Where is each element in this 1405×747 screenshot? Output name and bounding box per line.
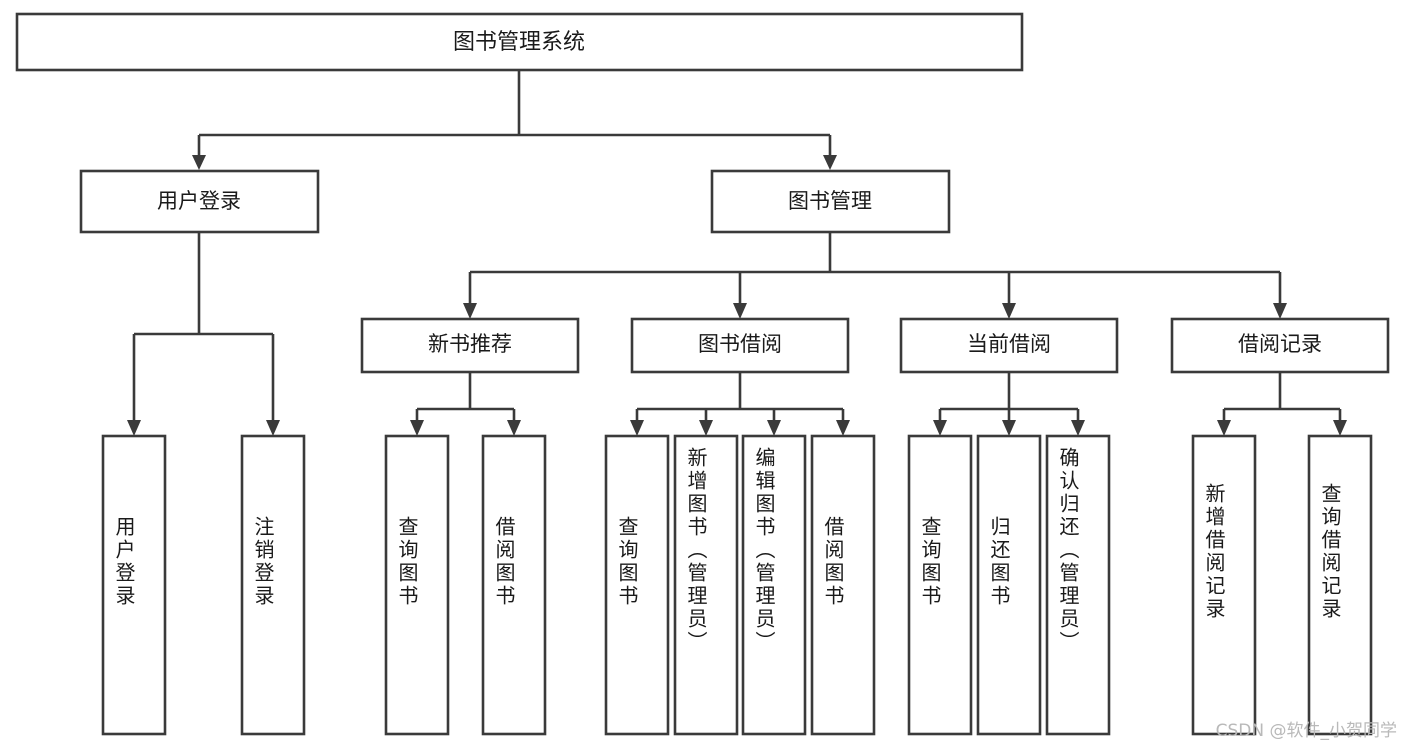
node-book-manage[interactable]: 图书管理: [710, 169, 951, 234]
leaf-box-bb-3[interactable]: [741, 434, 807, 736]
arrow-head-leaf-bb-4: [836, 420, 850, 436]
connector-new-book-rec-to-leaves: [410, 372, 521, 436]
node-current-borrow[interactable]: 当前借阅: [899, 317, 1119, 374]
leaf-box-bb-1[interactable]: [604, 434, 670, 736]
arrow-head-leaf-nbr-1: [410, 420, 424, 436]
arrow-head-leaf-bb-2: [699, 420, 713, 436]
arrow-head-leaf-nbr-2: [507, 420, 521, 436]
leaf-box-user-login-1[interactable]: [101, 434, 167, 736]
connector-user-login-to-leaves: [127, 232, 280, 436]
arrow-head-to-new-book-rec: [463, 303, 477, 319]
leaf-box-cb-2[interactable]: [976, 434, 1042, 736]
node-current-borrow-box[interactable]: [899, 317, 1119, 374]
watermark-text: CSDN @软件_小贺同学: [1215, 721, 1397, 741]
arrow-head-leaf-br-2: [1333, 420, 1347, 436]
leaf-box-user-login-2[interactable]: [240, 434, 306, 736]
leaf-box-nbr-2[interactable]: [481, 434, 547, 736]
connector-book-borrow-to-leaves: [630, 372, 850, 436]
node-new-book-rec-box[interactable]: [360, 317, 580, 374]
node-root-box[interactable]: [15, 12, 1024, 72]
arrow-head-leaf-br-1: [1217, 420, 1231, 436]
node-root-label: 图书管理系统: [453, 30, 585, 55]
node-new-book-rec-label: 新书推荐: [428, 332, 512, 356]
node-book-manage-box[interactable]: [710, 169, 951, 234]
arrow-head-leaf-bb-3: [767, 420, 781, 436]
node-book-manage-label: 图书管理: [788, 189, 872, 213]
leaf-box-cb-3[interactable]: [1045, 434, 1111, 736]
connector-borrow-record-to-leaves: [1217, 372, 1347, 436]
node-book-borrow[interactable]: 图书借阅: [630, 317, 850, 374]
node-borrow-record-label: 借阅记录: [1238, 332, 1322, 356]
leaf-box-br-2[interactable]: [1307, 434, 1373, 736]
leaf-box-bb-4[interactable]: [810, 434, 876, 736]
node-borrow-record[interactable]: 借阅记录: [1170, 317, 1390, 374]
node-book-borrow-label: 图书借阅: [698, 332, 782, 356]
arrow-head-to-user-login: [192, 155, 206, 170]
arrow-head-to-current-borrow: [1002, 303, 1016, 319]
leaf-box-bb-2[interactable]: [673, 434, 739, 736]
node-new-book-rec[interactable]: 新书推荐: [360, 317, 580, 374]
node-book-borrow-box[interactable]: [630, 317, 850, 374]
arrow-head-to-borrow-record: [1273, 303, 1287, 319]
arrow-head-leaf-cb-3: [1071, 420, 1085, 436]
arrow-head-to-book-manage: [823, 155, 837, 170]
arrow-head-leaf-cb-2: [1002, 420, 1016, 436]
leaf-box-br-1[interactable]: [1191, 434, 1257, 736]
node-borrow-record-box[interactable]: [1170, 317, 1390, 374]
arrow-head-leaf-bb-1: [630, 420, 644, 436]
arrow-head-leaf-user-login-1: [127, 420, 141, 436]
arrow-head-leaf-cb-1: [933, 420, 947, 436]
node-root[interactable]: 图书管理系统: [15, 12, 1024, 72]
node-user-login-label: 用户登录: [157, 189, 241, 213]
arrow-head-leaf-user-login-2: [266, 420, 280, 436]
node-user-login[interactable]: 用户登录: [79, 169, 320, 234]
node-current-borrow-label: 当前借阅: [967, 332, 1051, 356]
leaf-box-nbr-1[interactable]: [384, 434, 450, 736]
connector-root-to-level2: [192, 70, 837, 170]
arrow-head-to-book-borrow: [733, 303, 747, 319]
connector-book-manage-to-level3: [463, 232, 1287, 319]
connector-current-borrow-to-leaves: [933, 372, 1085, 436]
leaf-box-cb-1[interactable]: [907, 434, 973, 736]
